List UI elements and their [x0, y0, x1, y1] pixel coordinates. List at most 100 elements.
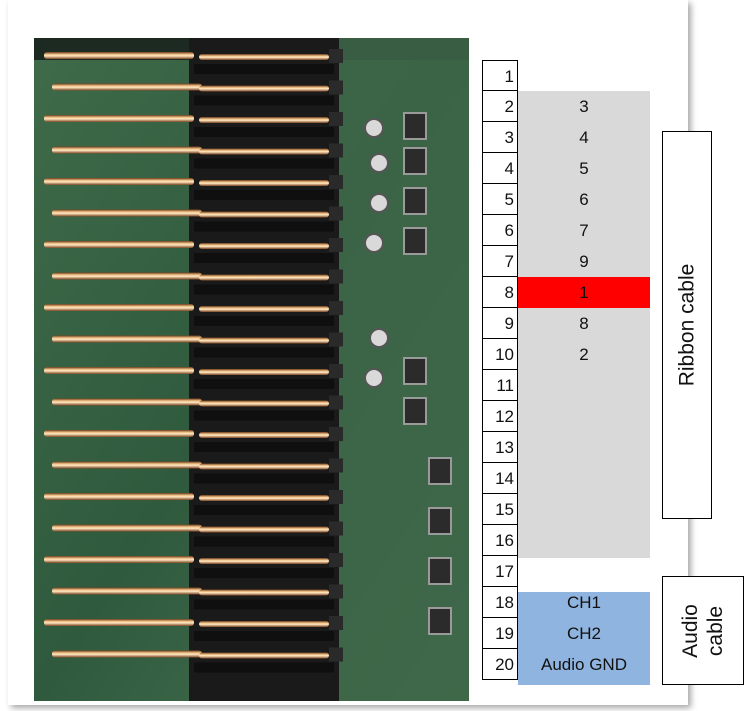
pin-number-5: 5: [482, 184, 518, 215]
connector-pin-12: [199, 400, 329, 407]
connector-pin-7: [329, 238, 343, 252]
pin-number-20: 20: [482, 649, 518, 680]
pcb-component-4: [403, 227, 427, 255]
ribbon-cable-label-box: Ribbon cable: [662, 131, 712, 519]
pin-number-17: 17: [482, 556, 518, 587]
connector-pin-5: [199, 180, 329, 186]
mapping-value-pin-5: 6: [579, 190, 589, 209]
mapping-value-pin-4: 5: [579, 159, 589, 178]
pcb-component-5: [403, 357, 427, 385]
connector-pin-13: [194, 442, 334, 452]
connector-pin-20: [199, 652, 329, 659]
connector-pin-12: [329, 395, 343, 410]
mapping-value-pin-8: 1: [518, 277, 650, 308]
connector-pin-15: [329, 490, 343, 504]
audio-cable-label-line1: Audio: [679, 603, 702, 658]
connector-pin-18: [52, 587, 202, 595]
pcb-component-7: [428, 457, 452, 485]
connector-pin-1: [194, 64, 334, 74]
connector-pin-6: [329, 206, 343, 221]
connector-pin-4: [329, 143, 343, 158]
connector-pin-9: [329, 301, 343, 315]
connector-pin-13: [329, 427, 343, 441]
connector-pin-15: [194, 505, 334, 515]
pin-number-4: 4: [482, 153, 518, 184]
connector-pin-6: [194, 221, 334, 232]
connector-pin-9: [199, 306, 329, 312]
connector-pin-9: [44, 304, 194, 311]
mapping-value-pin-20: Audio GND: [541, 655, 627, 674]
connector-pin-2: [329, 80, 343, 95]
audio-cable-label-line2: cable: [704, 605, 727, 656]
connector-pin-11: [329, 364, 343, 378]
pin-number-11: 11: [482, 370, 518, 401]
connector-pin-16: [329, 521, 343, 536]
connector-pin-10: [194, 347, 334, 358]
pcb-via-5: [369, 328, 389, 348]
connector-pin-13: [199, 432, 329, 438]
pin-number-14: 14: [482, 463, 518, 494]
connector-pin-18: [329, 584, 343, 599]
pcb-via-3: [369, 193, 389, 213]
connector-pin-14: [199, 463, 329, 470]
connector-pin-16: [199, 526, 329, 533]
connector-pin-1: [44, 52, 194, 59]
connector-pin-10: [52, 335, 202, 343]
pin-number-9: 9: [482, 308, 518, 339]
connector-pin-3: [329, 112, 343, 126]
connector-pin-3: [194, 127, 334, 137]
connector-pin-7: [44, 241, 194, 248]
connector-pin-15: [199, 495, 329, 501]
pcb-via-1: [364, 118, 384, 138]
connector-pin-8: [199, 274, 329, 281]
connector-pin-11: [44, 367, 194, 374]
connector-pin-7: [199, 243, 329, 249]
pcb-component-6: [403, 397, 427, 425]
connector-pin-5: [329, 175, 343, 189]
pin-number-10: 10: [482, 339, 518, 370]
connector-pin-17: [44, 556, 194, 563]
connector-pin-13: [44, 430, 194, 437]
connector-pin-20: [329, 647, 343, 662]
connector-pin-10: [329, 332, 343, 347]
pcb-component-2: [403, 147, 427, 175]
pcb-via-4: [364, 233, 384, 253]
connector-pin-3: [44, 115, 194, 122]
connector-pin-4: [199, 148, 329, 155]
pin-number-7: 7: [482, 246, 518, 277]
connector-pin-11: [194, 379, 334, 389]
connector-pin-10: [199, 337, 329, 344]
connector-pin-15: [44, 493, 194, 500]
connector-pin-6: [52, 209, 202, 217]
connector-pin-19: [44, 619, 194, 626]
connector-pin-5: [194, 190, 334, 200]
connector-pin-20: [52, 650, 202, 658]
connector-pin-17: [199, 558, 329, 564]
connector-pin-8: [194, 284, 334, 295]
mapping-value-pin-19: CH2: [566, 624, 601, 643]
connector-pin-18: [199, 589, 329, 596]
mapping-value-pin-7: 9: [579, 252, 589, 271]
pin-number-19: 19: [482, 618, 518, 649]
mapping-value-pin-18: CH1: [566, 593, 601, 612]
connector-pin-1: [199, 54, 329, 60]
connector-pin-14: [194, 473, 334, 484]
connector-pin-17: [329, 553, 343, 567]
connector-pin-8: [52, 272, 202, 280]
connector-pin-19: [199, 621, 329, 627]
mapping-value-pin-6: 7: [579, 221, 589, 240]
pin-number-2: 2: [482, 91, 518, 122]
connector-pin-8: [329, 269, 343, 284]
ribbon-cable-label: Ribbon cable: [675, 263, 699, 387]
connector-photo-image: [34, 38, 469, 701]
pcb-component-3: [403, 187, 427, 215]
connector-pin-7: [194, 253, 334, 263]
pcb-component-8: [428, 507, 452, 535]
pin-number-1: 1: [482, 60, 518, 91]
connector-pin-11: [199, 369, 329, 375]
connector-pin-4: [194, 158, 334, 169]
connector-photo: [34, 38, 469, 701]
audio-cable-band: [518, 592, 650, 685]
